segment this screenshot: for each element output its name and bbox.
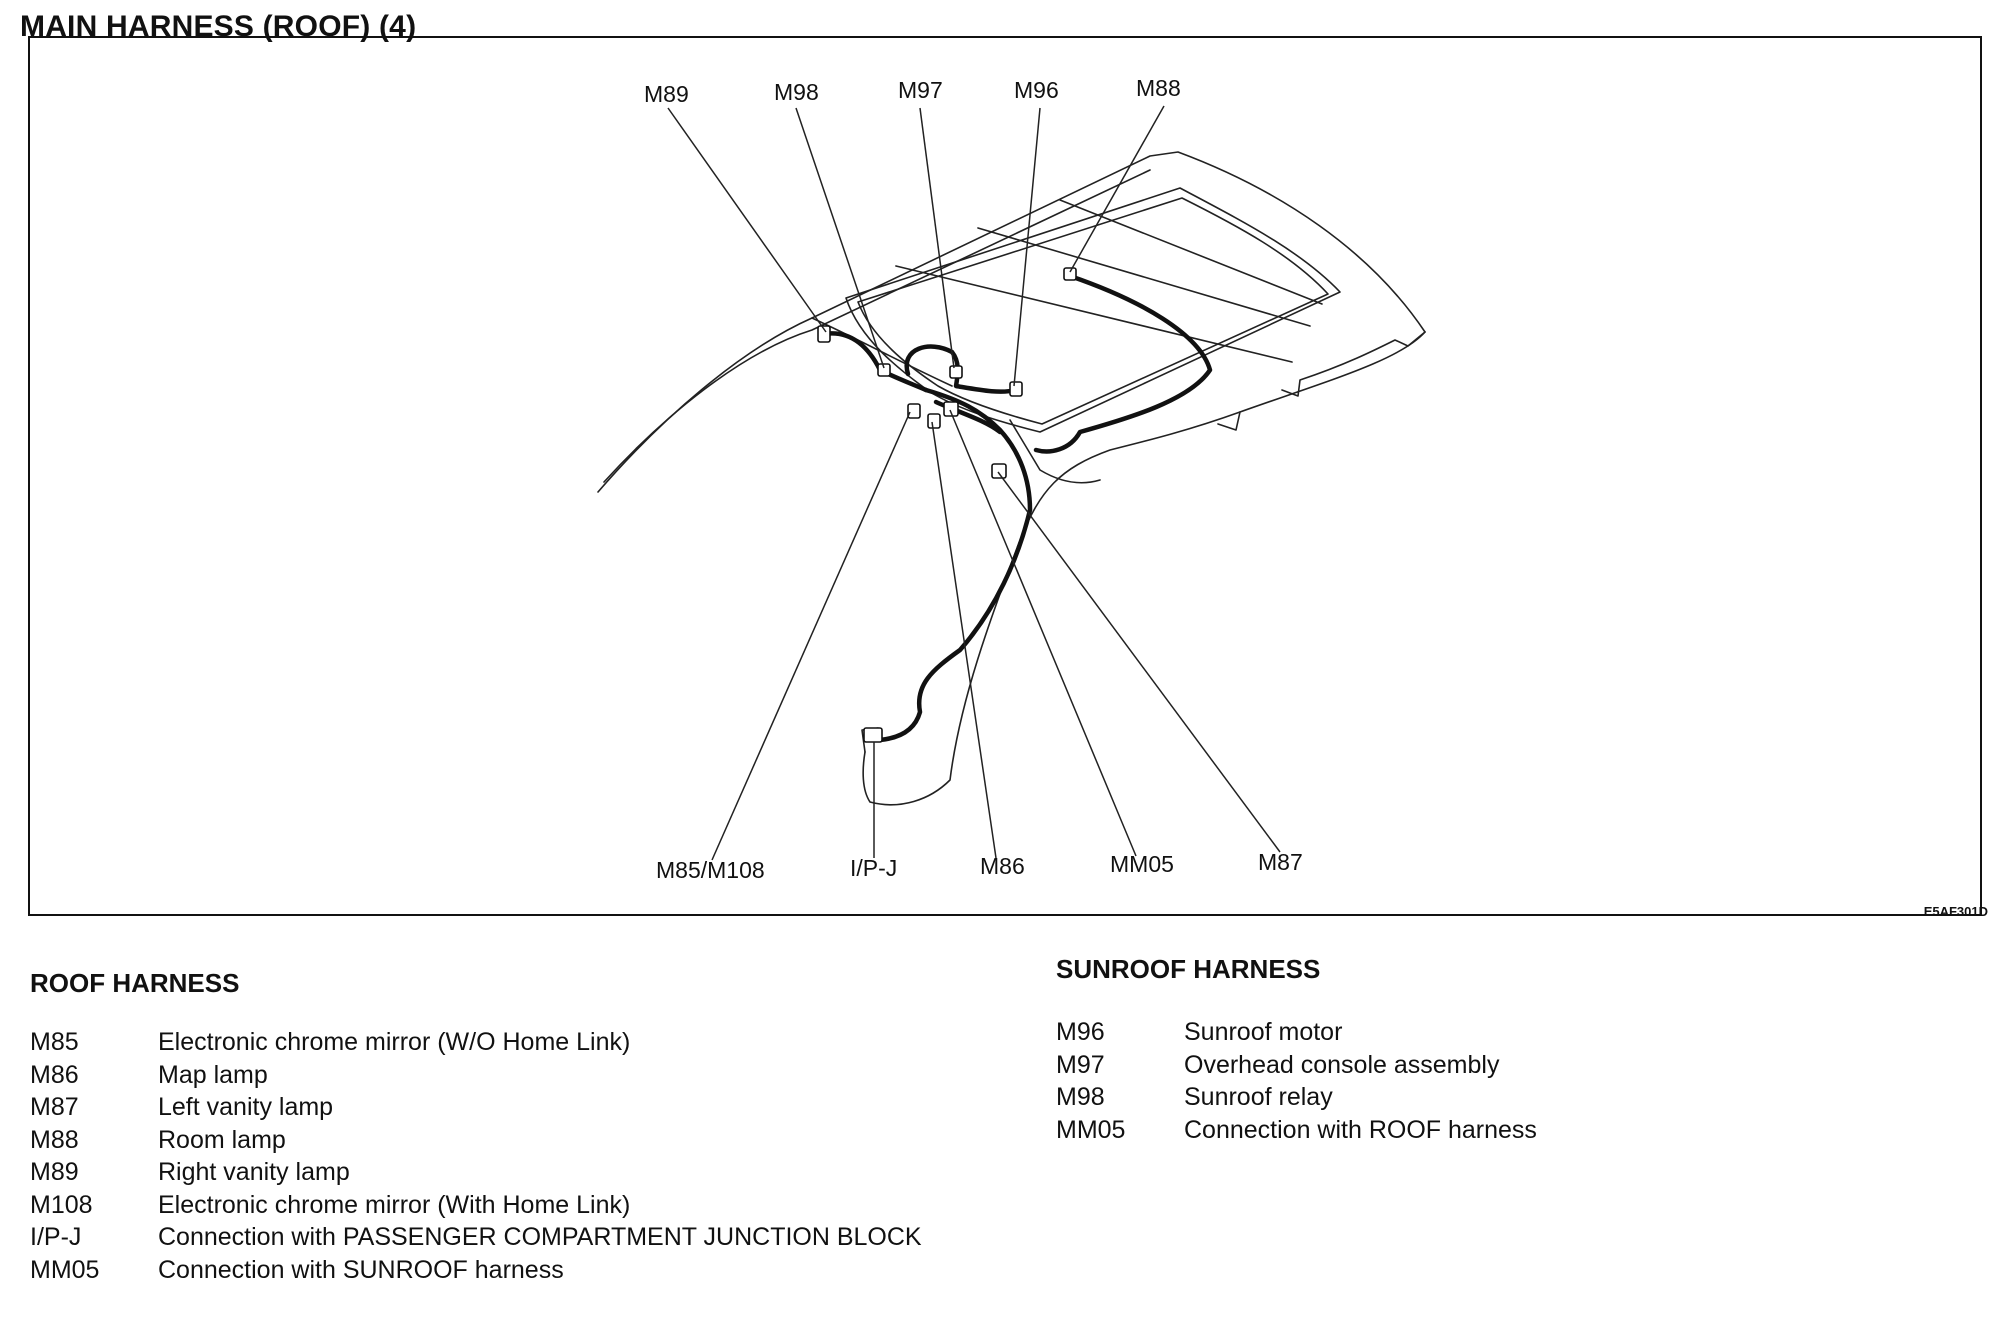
roof-harness-title: ROOF HARNESS: [30, 968, 240, 998]
legend-code: M108: [30, 1190, 93, 1219]
list-item: MM05 Connection with SUNROOF harness: [30, 1254, 922, 1287]
connector-m97: [949, 365, 963, 379]
legend-code: M97: [1056, 1050, 1105, 1079]
legend-code: MM05: [30, 1255, 100, 1284]
list-item: M87 Left vanity lamp: [30, 1091, 922, 1124]
list-item: M108 Electronic chrome mirror (With Home …: [30, 1189, 922, 1222]
label-m98: M98: [774, 79, 819, 105]
list-item: I/P-J Connection with PASSENGER COMPARTME…: [30, 1221, 922, 1254]
legend-description: Sunroof motor: [1184, 1018, 1343, 1046]
harness-diagram: M89 M98 M97 M96 M88 M85/M108 I/P-J M86 M…: [597, 75, 1426, 883]
connector-m86: [927, 413, 941, 429]
legend-description: Connection with ROOF harness: [1184, 1115, 1537, 1144]
connectors: [817, 267, 1077, 743]
list-item: M88 Room lamp: [30, 1124, 922, 1157]
label-m88: M88: [1136, 75, 1181, 101]
list-item: M96 Sunroof motor: [1056, 1016, 1537, 1049]
connector-m87: [991, 463, 1007, 479]
roof-outline: [597, 151, 1426, 806]
list-item: M85 Electronic chrome mirror (W/O Home Li…: [30, 1026, 922, 1059]
connector-m85: [907, 403, 921, 419]
legend-description: Electronic chrome mirror (W/O Home Link): [158, 1028, 631, 1056]
label-m85-m108: M85/M108: [656, 857, 765, 883]
list-item: M86 Map lamp: [30, 1059, 922, 1092]
list-item: M89 Right vanity lamp: [30, 1156, 922, 1189]
sunroof-harness-title: SUNROOF HARNESS: [1056, 954, 1321, 984]
diagram-frame: [28, 36, 1982, 916]
leader-lines: [667, 105, 1281, 861]
diagram-labels: M89 M98 M97 M96 M88 M85/M108 I/P-J M86 M…: [644, 75, 1303, 883]
label-m96: M96: [1014, 77, 1059, 103]
legend-description: Room lamp: [158, 1125, 286, 1154]
list-item: M97 Overhead console assembly: [1056, 1049, 1537, 1082]
legend-code: M96: [1056, 1018, 1105, 1046]
legend-code: M85: [30, 1028, 79, 1056]
harness-wire: [821, 273, 1213, 743]
legend-description: Electronic chrome mirror (With Home Link…: [158, 1190, 631, 1219]
label-m87: M87: [1258, 849, 1303, 875]
label-ipj: I/P-J: [850, 855, 897, 881]
legend-description: Connection with PASSENGER COMPARTMENT JU…: [158, 1223, 922, 1251]
legend-description: Sunroof relay: [1184, 1083, 1333, 1111]
sunroof-harness-legend: M96 Sunroof motor M97 Overhead console ass…: [1056, 1016, 1537, 1146]
legend-code: M88: [30, 1125, 79, 1154]
legend-code: M89: [30, 1158, 79, 1186]
list-item: M98 Sunroof relay: [1056, 1081, 1537, 1114]
legend-description: Connection with SUNROOF harness: [158, 1255, 564, 1284]
connector-m96: [1009, 381, 1023, 397]
connector-m88: [1063, 267, 1077, 281]
sunroof-opening: [845, 187, 1341, 433]
roof-harness-legend: M85 Electronic chrome mirror (W/O Home Li…: [30, 1026, 922, 1286]
list-item: MM05 Connection with ROOF harness: [1056, 1114, 1537, 1147]
connector-m89: [817, 325, 831, 343]
legend-code: I/P-J: [30, 1223, 82, 1251]
legend-description: Overhead console assembly: [1184, 1050, 1500, 1079]
legend-description: Left vanity lamp: [158, 1093, 334, 1121]
label-m97: M97: [898, 77, 943, 103]
legend-code: M86: [30, 1060, 79, 1089]
label-mm05: MM05: [1110, 851, 1174, 877]
legend-code: M87: [30, 1093, 79, 1121]
legend-description: Right vanity lamp: [158, 1158, 350, 1186]
label-m86: M86: [980, 853, 1025, 879]
connector-m98: [877, 363, 891, 377]
legend-code: M98: [1056, 1083, 1105, 1111]
connector-ipj: [863, 727, 883, 743]
legend-code: MM05: [1056, 1115, 1126, 1144]
connector-mm05: [943, 401, 959, 417]
figure-code: E5AF301D: [1923, 904, 1988, 919]
legend-description: Map lamp: [158, 1060, 268, 1089]
label-m89: M89: [644, 81, 689, 107]
